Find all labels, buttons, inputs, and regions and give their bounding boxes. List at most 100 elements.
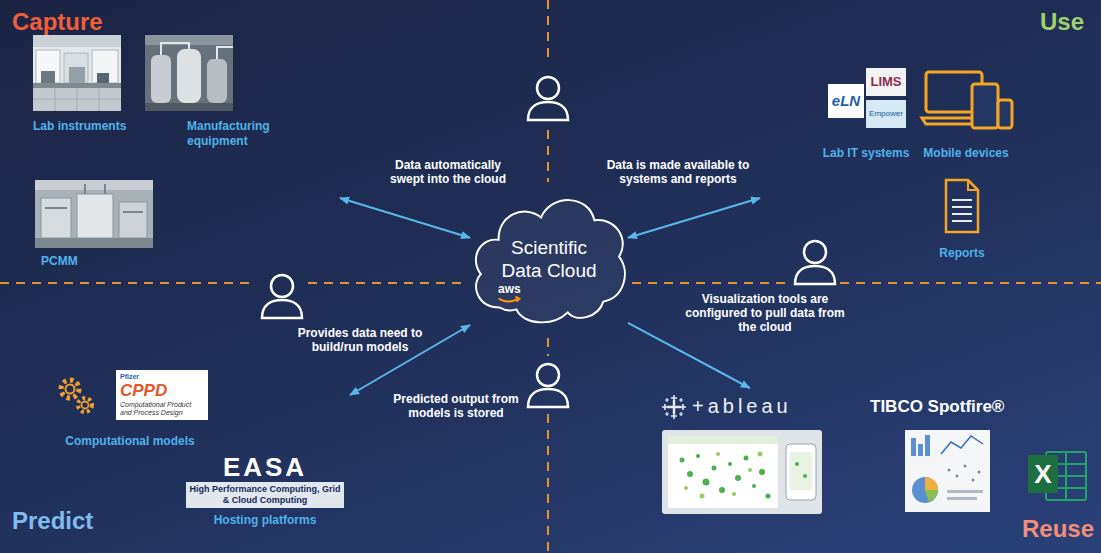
pcmm-photo <box>35 180 153 190</box>
item-node: EASAHigh Performance Computing, Grid & C… <box>186 452 344 528</box>
lab-photo <box>33 35 121 47</box>
gears-icon <box>78 398 92 412</box>
item-node: Mobile devices <box>920 66 1012 161</box>
manufacturing-photo <box>151 55 171 103</box>
tableau-screenshot <box>716 452 720 456</box>
flow-arrow <box>340 198 470 238</box>
spotfire-screenshot <box>925 477 938 490</box>
pcmm-photo <box>35 238 153 248</box>
item-node: Reports <box>938 178 986 261</box>
spotfire-screenshot <box>956 475 959 478</box>
tableau-mark <box>662 395 686 419</box>
spotfire-screenshot <box>972 479 975 482</box>
tableau-screenshot <box>766 494 771 499</box>
item-node: TIBCO Spotfire® <box>870 396 1020 514</box>
item-node: eLNLIMS EmpowerLab IT systems <box>822 68 910 161</box>
flow-label: Provides data need to build/run models <box>285 326 435 354</box>
spotfire-screenshot <box>918 444 923 456</box>
spotfire-screenshot <box>947 497 977 500</box>
report-icon <box>946 180 978 232</box>
flow-label: Data automatically swept into the cloud <box>378 158 518 186</box>
item-caption: Manufacturing equipment <box>187 119 283 149</box>
tableau-screenshot <box>790 452 812 490</box>
lab-photo <box>33 88 121 111</box>
flow-note: Predicted output from models is stored <box>388 392 524 420</box>
lims-logo: LIMS <box>866 68 906 96</box>
spotfire-screenshot <box>912 477 938 503</box>
flow-arrow <box>628 323 750 388</box>
spotfire-screenshot <box>911 438 916 456</box>
manufacturing-photo <box>145 35 233 111</box>
report-icon <box>952 200 972 221</box>
manufacturing-photo <box>161 43 233 59</box>
excel-icon: X <box>1028 447 1086 505</box>
flow-arrow <box>628 198 760 238</box>
spotfire-screenshot <box>905 430 990 512</box>
tableau-screenshot <box>719 487 725 493</box>
tableau-logo: +ableau <box>692 393 822 419</box>
tableau-screenshot <box>684 452 763 499</box>
gears-icon <box>66 385 75 394</box>
tableau-screenshot <box>744 456 749 461</box>
tableau-screenshot <box>752 484 756 488</box>
person-icon <box>537 364 559 386</box>
lab-photo <box>33 35 121 111</box>
cppd-logo: PfizerCPPDComputational Product and Proc… <box>116 370 208 420</box>
quadrant-title: Reuse <box>1022 515 1094 543</box>
spotfire-screenshot <box>978 471 981 474</box>
empower-logo: Empower <box>866 100 906 128</box>
logo-cluster: eLNLIMS Empower <box>828 68 906 130</box>
lab-photo <box>41 71 55 83</box>
cloud-title: Scientific Data Cloud <box>489 236 609 282</box>
mobile-devices-icon <box>998 100 1012 128</box>
aws-logo: aws <box>498 282 521 296</box>
spotfire-logo: TIBCO Spotfire® <box>870 396 1020 418</box>
tableau-screenshot <box>748 468 752 472</box>
person-icon <box>528 102 568 120</box>
tableau-screenshot <box>712 466 717 471</box>
item-caption: Lab instruments <box>33 119 126 134</box>
tableau-screenshot <box>687 471 693 477</box>
logo-text: CPPD <box>120 381 204 401</box>
flow-label: Data is made available to systems and re… <box>598 158 758 186</box>
tableau-screenshot <box>803 474 807 478</box>
person-icon <box>262 300 302 318</box>
manufacturing-photo <box>207 59 227 103</box>
item-node: +ableau <box>660 393 822 515</box>
item-node: PfizerCPPDComputational Product and Proc… <box>52 370 208 449</box>
pcmm-photo <box>77 194 113 238</box>
tableau-screenshot <box>700 494 705 499</box>
item-node: PCMM <box>35 180 153 269</box>
tableau-screenshot <box>680 458 685 463</box>
pcmm-photo <box>41 198 71 238</box>
person-icon <box>528 389 568 407</box>
item-caption: Lab IT systems <box>822 146 910 161</box>
mobile-devices-icon <box>972 84 998 128</box>
spotfire-screenshot <box>948 465 981 482</box>
spotfire-screenshot <box>947 490 983 493</box>
tableau-screenshot <box>668 436 778 444</box>
tableau-screenshot <box>684 486 688 490</box>
tableau-screenshot <box>795 462 799 466</box>
gears-icon <box>61 380 92 412</box>
spotfire-screenshot <box>941 436 983 454</box>
pcmm-photo <box>45 184 143 212</box>
lab-photo <box>33 35 121 111</box>
item-caption: Reports <box>938 246 986 261</box>
person-icon <box>804 241 826 263</box>
person-icon <box>537 77 559 99</box>
spotfire-screenshot <box>964 465 967 468</box>
manufacturing-photo <box>145 103 233 111</box>
manufacturing-photo <box>177 49 201 103</box>
tableau-screenshot <box>728 462 732 466</box>
pcmm-photo <box>35 180 153 248</box>
report-icon <box>946 180 978 232</box>
tableau-screenshot <box>696 454 700 458</box>
item-node: Lab instruments <box>33 35 126 134</box>
item-caption: Hosting platforms <box>186 513 344 528</box>
eln-logo: eLN <box>828 84 864 118</box>
tableau-screenshot <box>662 430 822 514</box>
lab-photo <box>36 50 60 83</box>
